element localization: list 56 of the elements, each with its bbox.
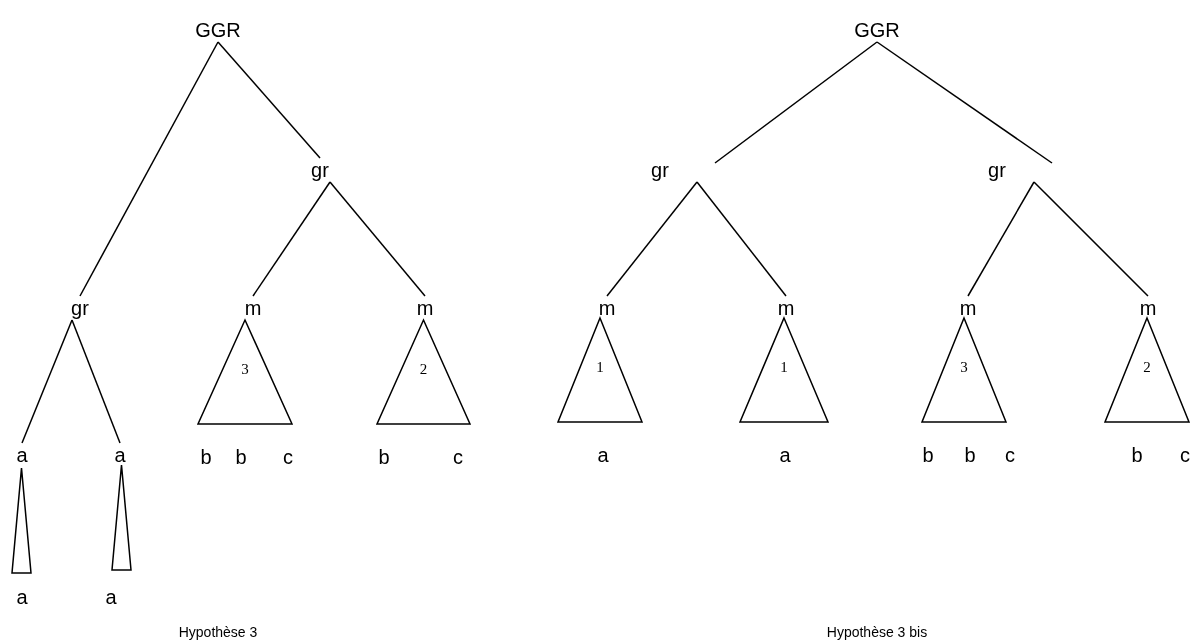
tree-branch-line: [217, 41, 321, 159]
leaf-label: b: [922, 443, 934, 467]
tree-node-label: gr: [310, 158, 330, 182]
leaf-label: b: [235, 445, 247, 469]
subtree-triangle: [1105, 318, 1189, 422]
tree-caption: Hypothèse 3: [178, 623, 258, 641]
tree-branch-line: [696, 181, 787, 297]
tree-branch-line: [967, 181, 1035, 297]
tree-branch-line: [876, 41, 1053, 164]
tree-branch-line: [714, 41, 878, 164]
subtree-triangle: [377, 320, 470, 424]
leaf-label: c: [283, 445, 293, 469]
tree-node-label: m: [1138, 296, 1158, 320]
tree-node-label: m: [958, 296, 978, 320]
leaf-label: a: [597, 443, 609, 467]
subtree-triangle: [112, 465, 131, 570]
subtree-triangle: [558, 318, 642, 422]
tree-branch-line: [79, 41, 219, 297]
tree-branch-line: [252, 181, 331, 297]
tree-node-label: m: [776, 296, 796, 320]
tree-branch-line: [329, 181, 426, 297]
leaf-label: c: [453, 445, 463, 469]
leaf-label: b: [200, 445, 212, 469]
tree-node-label: gr: [650, 158, 670, 182]
subtree-number: 2: [1143, 357, 1151, 376]
subtree-number: 2: [419, 359, 428, 378]
subtree-triangle: [198, 320, 292, 424]
leaf-label: c: [1005, 443, 1015, 467]
subtree-triangle: [740, 318, 828, 422]
tree-node-label: gr: [70, 296, 90, 320]
subtree-number: 3: [241, 359, 249, 378]
tree-caption: Hypothèse 3 bis: [826, 623, 928, 641]
tree-node-label: a: [15, 443, 29, 467]
tree-node-label: m: [597, 296, 617, 320]
subtree-triangle: [12, 468, 31, 573]
subtree-number: 1: [596, 357, 604, 376]
tree-node-label: m: [243, 296, 263, 320]
leaf-label: a: [105, 585, 117, 609]
tree-branch-line: [1033, 181, 1149, 297]
subtree-number: 3: [960, 357, 968, 376]
leaf-label: c: [1180, 443, 1190, 467]
leaf-label: a: [16, 585, 28, 609]
tree-branch-line: [71, 319, 121, 444]
tree-node-label: m: [415, 296, 435, 320]
tree-branch-line: [21, 319, 73, 444]
tree-branch-line: [606, 181, 698, 297]
subtree-number: 1: [780, 357, 788, 376]
leaf-label: b: [1131, 443, 1143, 467]
leaf-label: b: [964, 443, 976, 467]
leaf-label: b: [378, 445, 390, 469]
tree-node-label: GGR: [194, 18, 242, 42]
leaf-label: a: [779, 443, 791, 467]
tree-node-label: gr: [987, 158, 1007, 182]
tree-node-label: a: [113, 443, 127, 467]
tree-node-label: GGR: [853, 18, 901, 42]
subtree-triangle: [922, 318, 1006, 422]
